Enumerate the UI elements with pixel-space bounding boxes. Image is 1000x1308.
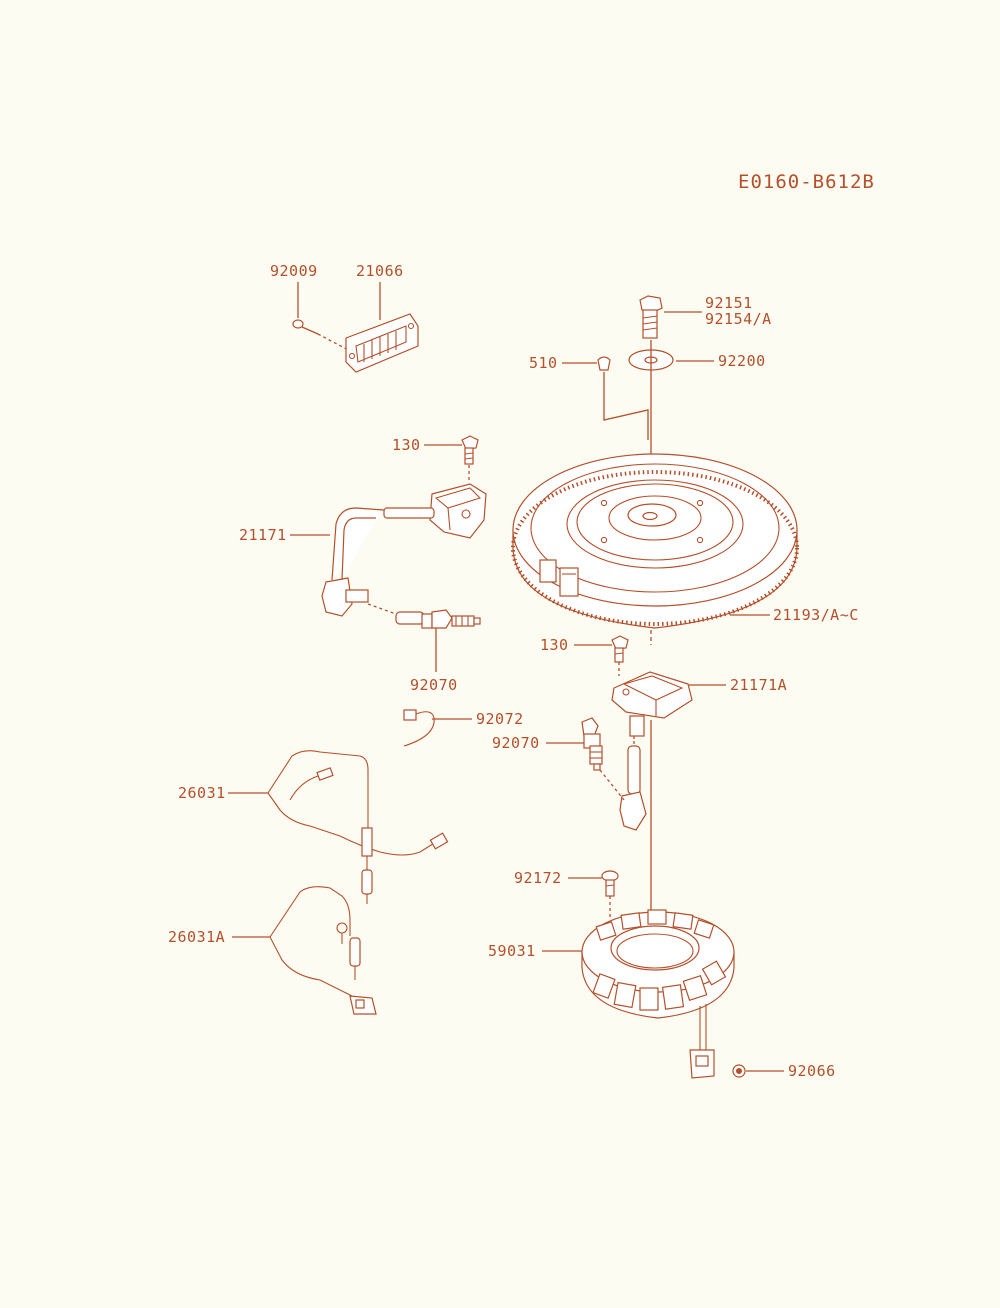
lead-wire-92072: 92072	[403, 709, 524, 747]
diagram-code: E0160-B612B	[738, 171, 875, 193]
ignition-coil-21171a-icon	[611, 671, 693, 831]
part-label-92072[interactable]: 92072	[476, 710, 524, 728]
spark-plug-92070-icon	[395, 609, 481, 629]
flywheel-hardware: 92151 92154/A 92200 510	[529, 294, 772, 520]
part-label-21171a[interactable]: 21171A	[730, 676, 787, 694]
ignition-coil-left: 130 21171	[239, 435, 487, 617]
screw-92009-icon	[292, 319, 353, 353]
harness-26031-icon	[267, 750, 449, 904]
part-label-92151[interactable]: 92151	[705, 294, 753, 312]
part-label-21171[interactable]: 21171	[239, 526, 287, 544]
part-label-510[interactable]: 510	[529, 354, 558, 372]
spark-plug-left: 92070	[367, 603, 481, 694]
screw-92172-icon	[601, 870, 619, 897]
ignition-coil-right: 130 21171A	[540, 635, 787, 910]
stator-screw: 92172	[514, 869, 619, 918]
part-label-92009[interactable]: 92009	[270, 262, 318, 280]
part-label-92066[interactable]: 92066	[788, 1062, 836, 1080]
flywheel-21193-icon	[511, 453, 799, 629]
part-label-92172[interactable]: 92172	[514, 869, 562, 887]
part-label-92070-left[interactable]: 92070	[410, 676, 458, 694]
regulator-assembly: 92009 21066	[270, 262, 419, 373]
spark-plug-right: 92070	[492, 717, 625, 801]
part-label-26031[interactable]: 26031	[178, 784, 226, 802]
part-label-130-lower[interactable]: 130	[540, 636, 569, 654]
part-label-26031a[interactable]: 26031A	[168, 928, 225, 946]
wire-harness-26031a: 26031A	[168, 886, 377, 1015]
coil-bolt-lower-icon	[611, 635, 629, 663]
part-label-92070-right[interactable]: 92070	[492, 734, 540, 752]
coil-bolt-upper-icon	[461, 435, 479, 465]
flywheel-key-icon	[597, 356, 611, 371]
wire-harness-26031: 26031	[178, 750, 449, 904]
flywheel-bolt-icon	[639, 295, 663, 339]
part-label-21066[interactable]: 21066	[356, 262, 404, 280]
part-label-92154a[interactable]: 92154/A	[705, 310, 772, 328]
part-label-92200[interactable]: 92200	[718, 352, 766, 370]
harness-26031a-icon	[269, 886, 377, 1015]
regulator-21066-icon	[345, 313, 419, 373]
nut-92066: 92066	[732, 1062, 836, 1080]
spark-plug-92070-right-icon	[581, 717, 603, 771]
part-label-59031[interactable]: 59031	[488, 942, 536, 960]
part-label-130-upper[interactable]: 130	[392, 436, 421, 454]
ignition-coil-21171-icon	[321, 483, 487, 617]
part-label-21193[interactable]: 21193/A~C	[773, 606, 859, 624]
stator-59031-icon	[581, 909, 735, 1079]
